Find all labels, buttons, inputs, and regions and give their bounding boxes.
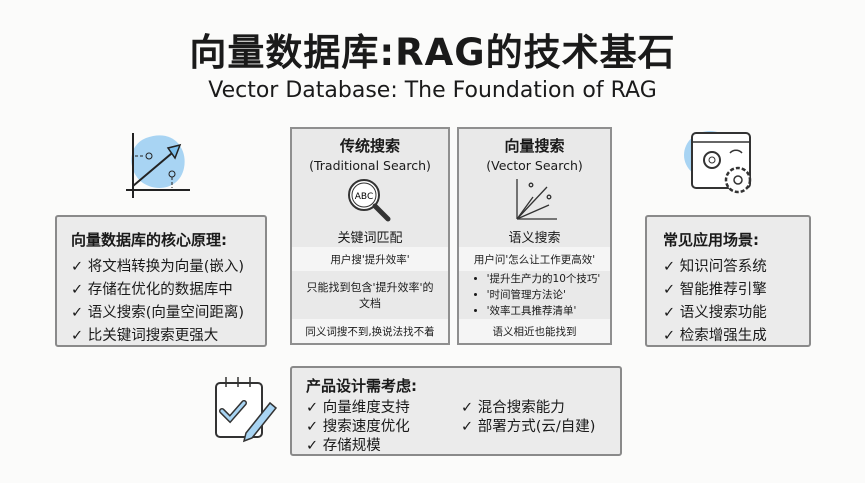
svg-text:ABC: ABC: [355, 192, 373, 202]
query-row: 用户问'怎么让工作更高效': [459, 247, 610, 271]
result-item: '时间管理方法论': [487, 287, 601, 303]
benefit-row: 语义相近也能找到: [459, 319, 610, 343]
scenarios-box: 常见应用场景: ✓ 知识问答系统 ✓ 智能推荐引擎 ✓ 语义搜索功能 ✓ 检索增…: [645, 215, 811, 347]
result-item: '提升生产力的10个技巧': [487, 271, 601, 287]
method-label: 关键词匹配: [337, 231, 403, 246]
result-item: '效率工具推荐清单': [487, 303, 601, 319]
query-row: 用户搜'提升效率': [292, 247, 448, 271]
vector-search-panel: 向量搜索 (Vector Search) 语义搜索 用户问'怎么让工作更高效' …: [457, 127, 612, 345]
design-heading: 产品设计需考虑:: [306, 377, 417, 395]
list-item: ✓ 存储规模: [306, 438, 381, 454]
vector-graph-icon: [126, 133, 190, 198]
panel-subtitle: (Traditional Search): [309, 158, 431, 173]
list-item: ✓ 向量维度支持: [306, 400, 410, 416]
design-considerations-box: 产品设计需考虑: ✓ 向量维度支持 ✓ 搜索速度优化 ✓ 存储规模 ✓ 混合搜索…: [290, 366, 622, 456]
page-subtitle: Vector Database: The Foundation of RAG: [208, 78, 657, 103]
scenarios-heading: 常见应用场景:: [663, 231, 759, 249]
panel-subtitle: (Vector Search): [486, 158, 583, 173]
result-row: '提升生产力的10个技巧' '时间管理方法论' '效率工具推荐清单': [459, 271, 610, 319]
list-item: ✓ 搜索速度优化: [306, 419, 410, 435]
panel-title: 传统搜索: [339, 137, 400, 155]
list-item: ✓ 智能推荐引擎: [663, 282, 767, 298]
principles-heading: 向量数据库的核心原理:: [71, 231, 227, 249]
method-label: 语义搜索: [508, 231, 561, 246]
core-principles-box: 向量数据库的核心原理: ✓ 将文档转换为向量(嵌入) ✓ 存储在优化的数据库中 …: [55, 215, 267, 347]
list-item: ✓ 检索增强生成: [663, 328, 767, 344]
limitation-row: 同义词搜不到,换说法找不着: [292, 319, 448, 343]
page-title: 向量数据库:RAG的技术基石: [189, 31, 676, 74]
list-item: ✓ 语义搜索功能: [663, 305, 767, 321]
list-item: ✓ 部署方式(云/自建): [461, 419, 596, 435]
magnifier-icon: ABC: [348, 179, 391, 222]
traditional-search-panel: 传统搜索 (Traditional Search) ABC 关键词匹配 用户搜'…: [290, 127, 450, 345]
checklist-pencil-icon: [215, 377, 278, 443]
panel-title: 向量搜索: [504, 137, 565, 155]
gears-window-icon: [684, 131, 752, 194]
list-item: ✓ 比关键词搜索更强大: [71, 328, 219, 344]
vector-arrows-icon: [516, 179, 557, 220]
list-item: ✓ 语义搜索(向量空间距离): [71, 305, 245, 321]
list-item: ✓ 将文档转换为向量(嵌入): [71, 259, 245, 275]
list-item: ✓ 知识问答系统: [663, 259, 767, 275]
result-row: 只能找到包含'提升效率'的文档: [292, 271, 448, 319]
list-item: ✓ 存储在优化的数据库中: [71, 282, 233, 298]
list-item: ✓ 混合搜索能力: [461, 400, 565, 416]
